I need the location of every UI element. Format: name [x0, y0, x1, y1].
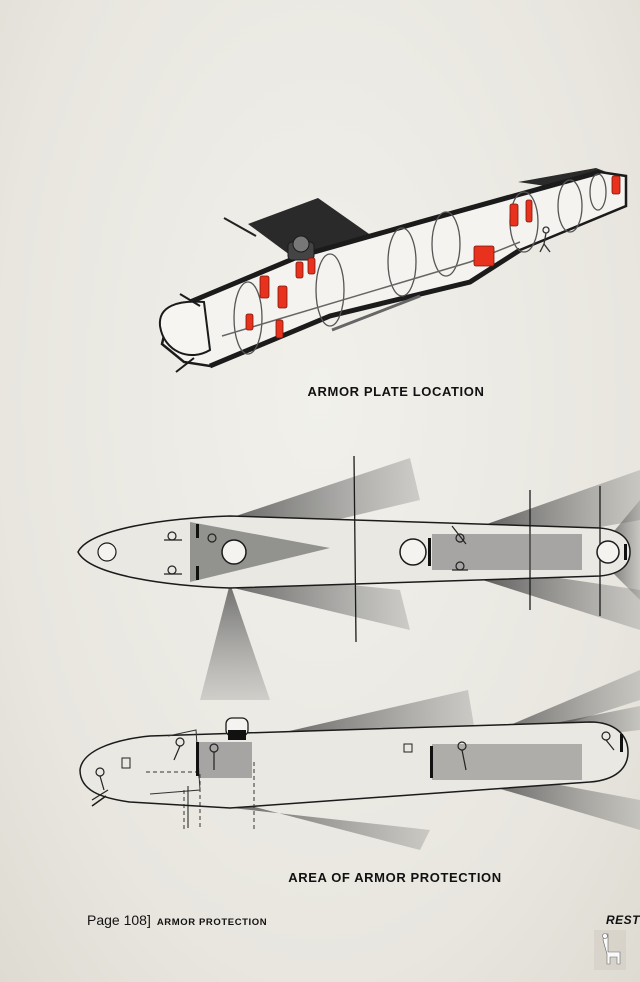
fire-field-beams-top — [200, 458, 640, 700]
bomb-bay-beam — [331, 294, 421, 332]
armor-zone-forward — [190, 522, 330, 582]
window-2 — [403, 743, 413, 753]
nose-gun-side — [91, 795, 107, 807]
fuselage-belly — [209, 247, 522, 369]
armor-plate-turret-right — [307, 257, 316, 275]
fire-field-beams-side — [190, 670, 640, 850]
side-armor-zone-aft — [432, 744, 582, 780]
armor-plate-waist — [509, 203, 519, 227]
armor-plate-seat — [245, 313, 254, 331]
caption-armor-plate-location: ARMOR PLATE LOCATION — [307, 384, 485, 399]
left-wing-antenna — [223, 217, 257, 237]
waist-gunner-figure — [539, 226, 551, 253]
side-armor-zone-forward — [198, 742, 252, 778]
fuselage-spine — [189, 169, 601, 305]
crew-figures-side — [91, 731, 615, 801]
armor-plate-waist-2 — [525, 199, 533, 223]
armor-plate-cutaway-illustration — [158, 168, 628, 373]
giraffe-logo-icon — [594, 930, 626, 970]
running-head: REST — [605, 913, 640, 927]
armor-plate-tail — [611, 175, 621, 195]
armor-zone-aft — [432, 534, 582, 570]
fuselage-body — [160, 170, 628, 368]
side-view-fuselage — [79, 721, 629, 809]
side-top-turret-base — [228, 730, 246, 740]
window-1 — [121, 757, 131, 769]
armor-plates — [245, 175, 621, 339]
armor-plate-pilot — [259, 275, 270, 299]
left-wing-line — [353, 455, 357, 643]
nose-crew-ring — [97, 542, 117, 562]
top-turret-dome — [292, 235, 310, 253]
armor-plate-lower — [275, 319, 284, 339]
armor-bars-side — [196, 734, 623, 778]
cockpit-frame — [149, 729, 201, 795]
tail-turret-ring — [596, 540, 620, 564]
catwalk — [221, 241, 521, 337]
top-turret-ring — [399, 538, 427, 566]
armor-plate-turret-left — [295, 261, 304, 279]
nose-turret — [158, 300, 212, 356]
page-number: Page 108] — [87, 912, 151, 928]
nose-gun — [175, 357, 195, 373]
section-title: ARMOR PROTECTION — [156, 917, 268, 928]
top-view-fuselage — [77, 515, 631, 589]
armor-plate-copilot — [277, 285, 288, 309]
side-top-turret — [225, 717, 249, 737]
bulkhead-frames — [233, 173, 607, 355]
armor-bars-top — [196, 524, 627, 580]
caption-area-of-armor-protection: AREA OF ARMOR PROTECTION — [288, 870, 502, 885]
forward-turret-ring — [221, 539, 247, 565]
armor-plate-floor — [473, 245, 495, 267]
crew-figures-top — [164, 525, 468, 575]
bomb-bay-dashed — [146, 762, 255, 830]
page-footer: Page 108] ARMOR PROTECTION — [87, 912, 267, 928]
nose-antenna — [179, 293, 201, 307]
